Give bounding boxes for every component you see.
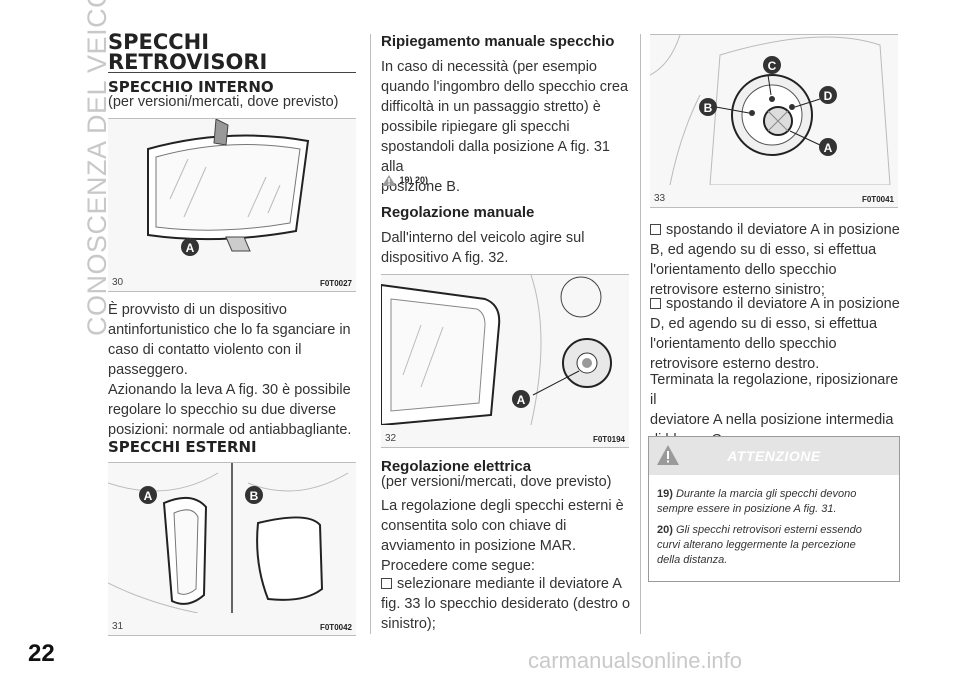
interior-mirror-text: È provvisto di un dispositivo antinfortu… xyxy=(108,302,352,438)
warning-triangle-icon xyxy=(657,445,679,465)
figure-code: F0T0194 xyxy=(592,435,625,444)
callout-a-label: A xyxy=(144,489,153,503)
interior-mirror-illustration: A xyxy=(147,118,310,256)
folding-text: In caso di necessità (per esempio quando… xyxy=(381,59,629,195)
bullet-item: selezionare mediante il deviatore A fig.… xyxy=(381,576,631,632)
checkbox-bullet-icon xyxy=(381,578,392,589)
column-divider xyxy=(370,34,371,634)
callout-d-label: D xyxy=(824,89,833,103)
interior-mirror-heading: SPECCHIO INTERNO xyxy=(108,78,274,96)
figure-number: 33 xyxy=(654,193,666,204)
page-number: 22 xyxy=(28,640,55,667)
warning-title: ATTENZIONE xyxy=(727,448,821,464)
figure-number: 32 xyxy=(385,433,397,444)
electric-adjust-text: La regolazione degli specchi esterni è c… xyxy=(381,498,624,574)
section-title: SPECCHI RETROVISORI xyxy=(108,30,268,74)
electric-adjust-heading: Regolazione elettrica xyxy=(381,458,532,475)
electric-adjust-subtitle: (per versioni/mercati, dove previsto) xyxy=(381,474,612,490)
warning-triangle-icon xyxy=(382,175,396,186)
callout-c-label: C xyxy=(768,59,777,73)
exterior-mirrors-heading: SPECCHI ESTERNI xyxy=(108,438,257,456)
checkbox-bullet-icon xyxy=(650,298,661,309)
electric-switch-illustration: C B D A xyxy=(649,34,891,186)
warning-note-19: 19) Durante la marcia gli specchi devono… xyxy=(657,488,857,515)
figure-number: 30 xyxy=(112,277,124,288)
warning-header: ATTENZIONE xyxy=(649,437,899,475)
callout-a-label: A xyxy=(186,241,195,255)
figure-code: F0T0042 xyxy=(319,623,352,632)
manual-adjust-text: Dall'interno del veicolo agire sul dispo… xyxy=(381,230,585,266)
warning-note-20: 20) Gli specchi retrovisori esterni esse… xyxy=(657,524,862,566)
watermark: carmanualsonline.info xyxy=(528,648,743,673)
folding-warning-refs: 19) 20) xyxy=(381,174,428,187)
manual-control-illustration: A xyxy=(380,274,612,427)
callout-b-label: B xyxy=(250,489,259,503)
figure-code: F0T0041 xyxy=(861,195,894,204)
warning-box: ATTENZIONE 19) Durante la marcia gli spe… xyxy=(648,436,900,582)
callout-a-label: A xyxy=(517,393,526,407)
figure-code: F0T0027 xyxy=(319,279,352,288)
folding-heading: Ripiegamento manuale specchio xyxy=(381,33,615,50)
figure-32: A 32 F0T0194 xyxy=(380,274,629,448)
callout-a-label: A xyxy=(824,141,833,155)
figure-number: 31 xyxy=(112,621,124,632)
callout-a xyxy=(181,238,199,256)
figure-30: A 30 F0T0027 xyxy=(108,118,356,292)
section-title-line1: SPECCHI xyxy=(108,30,210,54)
interior-mirror-subtitle: (per versioni/mercati, dove previsto) xyxy=(108,94,339,110)
figure-31: A B 31 F0T0042 xyxy=(107,462,356,636)
title-rule xyxy=(108,72,356,73)
chapter-sidebar: CONOSCENZA DEL VEICOLO xyxy=(48,0,112,350)
exterior-mirrors-illustration: A B xyxy=(107,463,349,614)
column-divider xyxy=(640,34,641,634)
section-title-line2: RETROVISORI xyxy=(108,50,268,74)
bullet-item: spostando il deviatore A in posizione B,… xyxy=(650,222,900,298)
checkbox-bullet-icon xyxy=(650,224,661,235)
callout-b-label: B xyxy=(704,101,713,115)
figure-33: C B D A 33 F0T0041 xyxy=(649,34,898,208)
bullet-item: spostando il deviatore A in posizione D,… xyxy=(650,296,900,372)
manual-adjust-heading: Regolazione manuale xyxy=(381,204,535,221)
